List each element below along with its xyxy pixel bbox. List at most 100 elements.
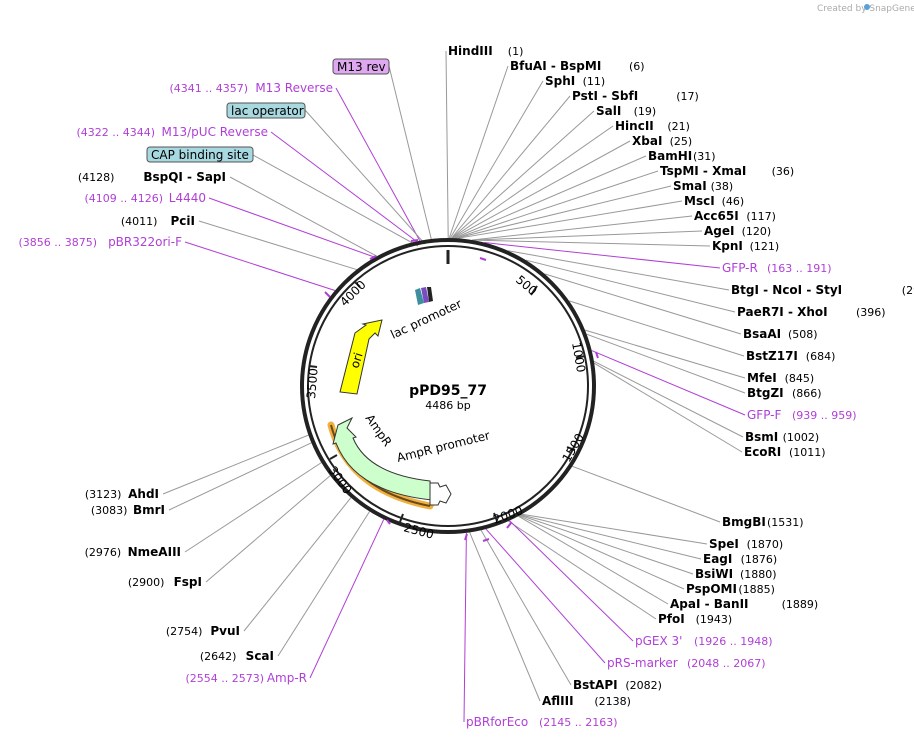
primer-label: L4440 (4109 .. 4126) (84, 191, 206, 205)
site-leader (205, 475, 331, 583)
site-label-left: BspQI - SapI(4128) (78, 170, 226, 184)
site-name: ScaI (246, 649, 274, 663)
site-label-right: HindIII(1) (448, 44, 523, 58)
site-pos: (36) (772, 165, 795, 178)
site-label-right: PstI - SbfI(17) (572, 89, 699, 103)
primer-name: GFP-R (722, 261, 758, 275)
primer-name: GFP-F (747, 408, 782, 422)
site-label-right: AgeI(120) (704, 224, 771, 238)
site-leader (525, 259, 736, 313)
tick-label-3500: 3500 (304, 368, 321, 400)
primer-leader (509, 520, 634, 642)
site-name: NmeAIII (128, 545, 181, 559)
site-label-left: BmrI(3083) (91, 503, 165, 517)
site-leader (469, 532, 541, 702)
plasmid-length: 4486 bp (425, 399, 470, 412)
site-label-right: BstAPI(2082) (573, 678, 662, 692)
site-leader (243, 497, 352, 632)
site-pos: (845) (785, 372, 815, 385)
site-name: HindIII (448, 44, 493, 58)
site-pos: (2082) (625, 679, 662, 692)
site-name: MfeI (747, 371, 777, 385)
ampr-promoter-label: AmpR promoter (395, 428, 491, 465)
tick-label-2500: 2500 (402, 520, 435, 541)
site-pos: (1011) (789, 446, 826, 459)
site-name: KpnI (712, 239, 743, 253)
primer-name: M13/pUC Reverse (162, 125, 269, 139)
site-name: BsmI (745, 430, 778, 444)
site-name: PaeR7I - XhoI (737, 305, 828, 319)
site-name: SmaI (673, 179, 707, 193)
primer-pos: (3856 .. 3875) (18, 236, 97, 249)
feature-box-leader (388, 65, 433, 243)
site-leader (544, 273, 742, 335)
primer-label: GFP-F(939 .. 959) (747, 408, 857, 422)
site-pos: (3123) (85, 488, 122, 501)
tick-label-4000: 4000 (337, 278, 368, 309)
site-pos: (19) (634, 105, 657, 118)
primer-pos: (2145 .. 2163) (539, 716, 618, 729)
tick-label-1000: 1000 (569, 341, 588, 374)
site-label-right: ApaI - BanII(1889) (670, 597, 818, 611)
site-pos: (38) (711, 180, 734, 193)
site-leader (472, 230, 703, 241)
site-label-right: BsaAI(508) (743, 327, 818, 341)
site-leader (162, 434, 309, 495)
site-label-right: Acc65I(117) (694, 209, 776, 223)
site-leader (518, 515, 669, 605)
site-label-right: AflIII(2138) (542, 694, 631, 708)
site-pos: (1880) (740, 568, 777, 581)
primer-name: pBRforEco (466, 715, 528, 729)
primer-leader (591, 350, 746, 416)
site-label-left: PciI(4011) (121, 214, 195, 228)
plasmid-name: pPD95_77 (409, 383, 487, 399)
primer-name: pGEX 3' (635, 634, 682, 648)
site-leader (508, 520, 657, 620)
site-name: HincII (615, 119, 654, 133)
primer-name: L4440 (169, 191, 206, 205)
tick-label-1500: 1500 (559, 431, 586, 464)
site-leader (198, 220, 357, 271)
site-pos: (6) (629, 60, 645, 73)
primer-labels: M13 Reverse(4341 .. 4357)M13/pUC Reverse… (18, 81, 856, 729)
primer-name: pBR322ori-F (108, 235, 182, 249)
site-pos: (21) (667, 120, 690, 133)
feature-box-leader (252, 154, 419, 247)
site-label-right: SpeI(1870) (709, 537, 783, 551)
site-leader (455, 170, 659, 239)
site-leader (457, 200, 683, 239)
ori-label: ori (348, 351, 366, 370)
site-leader (593, 362, 743, 453)
site-name: BfuAI - BspMI (510, 59, 601, 73)
site-leader (229, 176, 378, 257)
site-pos: (46) (722, 195, 745, 208)
site-name: BsaAI (743, 327, 781, 341)
primer-pos: (4341 .. 4357) (169, 82, 248, 95)
site-name: AhdI (128, 487, 159, 501)
site-leader (449, 80, 544, 239)
site-name: BmrI (133, 503, 165, 517)
primer-leader (184, 241, 336, 291)
primer-pos: (2048 .. 2067) (687, 657, 766, 670)
site-label-right: EagI(1876) (703, 552, 777, 566)
site-leader (521, 513, 708, 545)
primer-pos: (4109 .. 4126) (84, 192, 163, 205)
site-name: BstZ17I (746, 349, 798, 363)
feature-box-m13rev: M13 rev (332, 58, 390, 75)
site-pos: (396) (856, 306, 886, 319)
tick-label-2000: 2000 (491, 503, 524, 527)
backbone-inner (307, 245, 589, 527)
site-leader (572, 465, 721, 523)
primer-label: Amp-R(2554 .. 2573) (185, 671, 307, 685)
feature-box-cap: CAP binding site (146, 146, 254, 163)
site-pos: (4011) (121, 215, 158, 228)
site-leader (445, 50, 449, 239)
site-name: XbaI (632, 134, 662, 148)
site-pos: (17) (676, 90, 699, 103)
site-name: BtgZI (747, 386, 784, 400)
primer-label: pRS-marker(2048 .. 2067) (607, 656, 766, 670)
feature-box-label: M13 rev (337, 60, 386, 74)
primer-pos: (163 .. 191) (767, 262, 832, 275)
site-name: PspOMI (686, 582, 737, 596)
site-leader (451, 95, 571, 239)
